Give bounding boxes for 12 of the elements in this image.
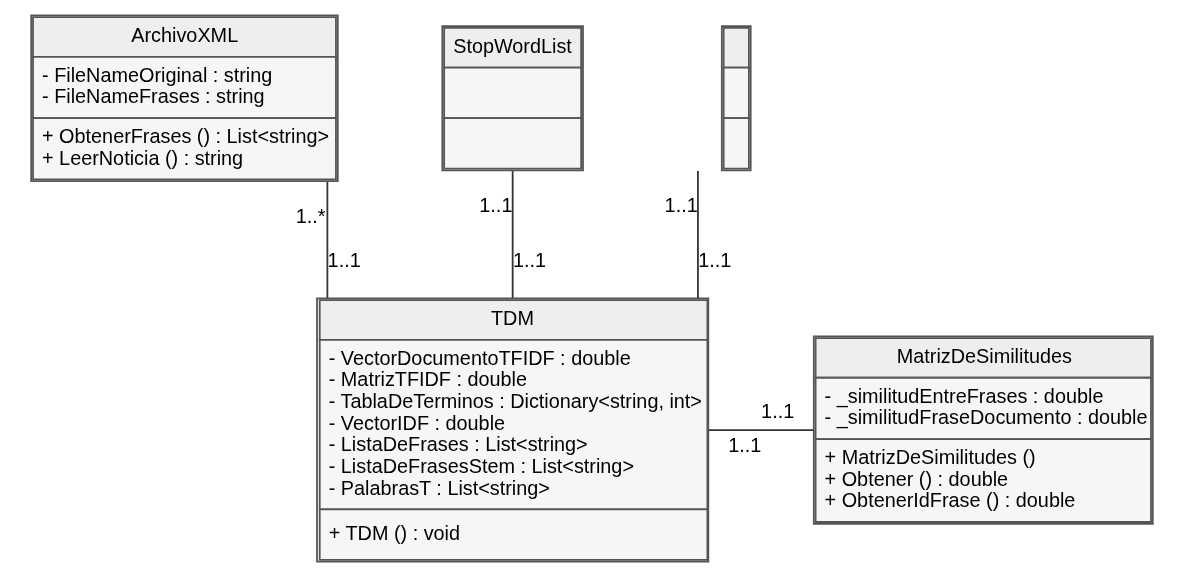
connector xyxy=(696,170,699,299)
connector xyxy=(326,181,328,299)
connector xyxy=(511,170,514,299)
label: 1..1 xyxy=(478,194,512,217)
connector xyxy=(707,429,815,431)
label: 1..1 xyxy=(512,249,546,272)
label: 1..* xyxy=(295,204,325,227)
label: 1..1 xyxy=(727,433,761,456)
label: 1..1 xyxy=(760,400,794,423)
label: 1..1 xyxy=(327,249,361,272)
label: 1..1 xyxy=(664,194,698,217)
label: 1..1 xyxy=(697,249,731,272)
